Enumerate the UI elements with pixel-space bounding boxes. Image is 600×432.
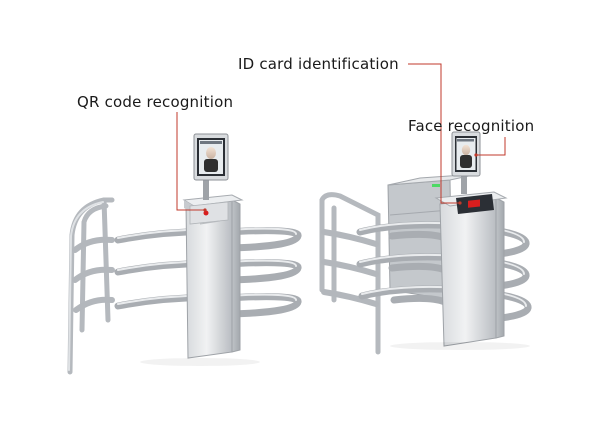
qr-reader-indicator <box>203 210 209 216</box>
left-rail-bars <box>72 236 115 313</box>
left-turnstile <box>67 133 302 375</box>
right-rail-bars <box>321 229 379 307</box>
face-leader <box>476 137 506 156</box>
face-recognition-label: Face recognition <box>408 117 535 135</box>
right-turnstile <box>319 131 532 355</box>
qr-code-leader <box>176 112 205 211</box>
id-card-identification-label: ID card identification <box>238 55 399 73</box>
leader-lines <box>176 63 506 211</box>
qr-code-recognition-label: QR code recognition <box>77 93 234 111</box>
left-turnstile-arms <box>114 227 302 318</box>
right-face-screen <box>451 131 481 194</box>
id-card-reader-light <box>468 199 480 208</box>
right-rail-frame <box>319 192 381 355</box>
id-card-leader <box>408 63 460 204</box>
left-face-screen <box>193 133 229 200</box>
right-column <box>434 191 508 347</box>
left-rail-frame <box>67 197 115 375</box>
left-column <box>182 194 244 359</box>
green-indicator <box>432 184 440 187</box>
